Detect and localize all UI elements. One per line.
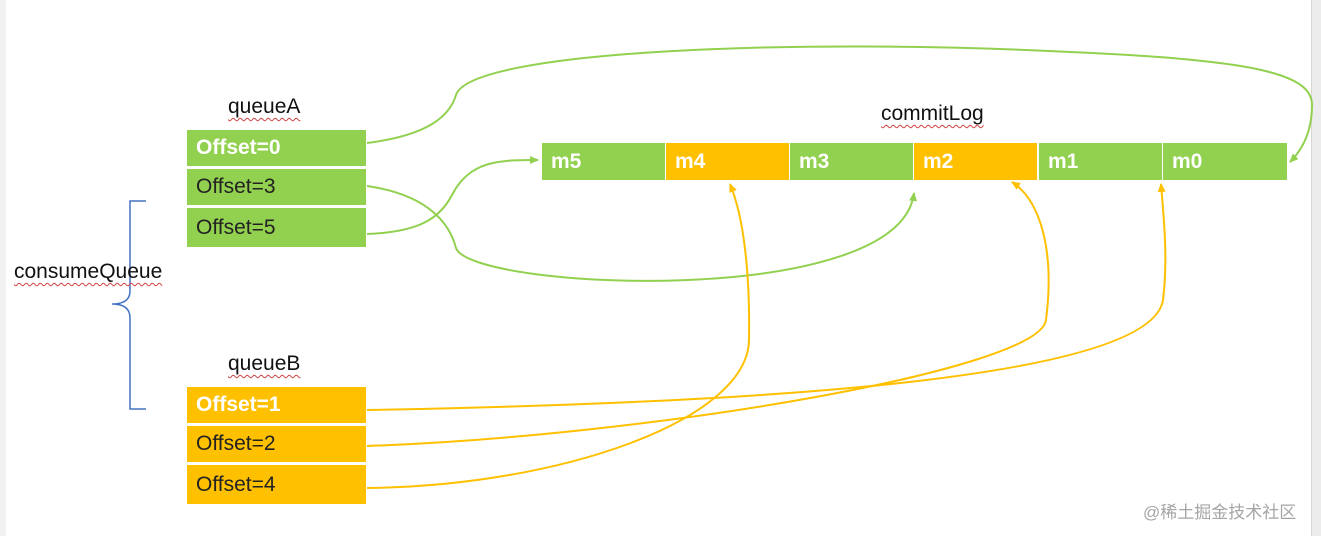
arrow-offset0-to-m0 — [366, 45, 1314, 163]
commit-log-m4: m4 — [666, 143, 790, 180]
arrow-offset5-to-m5 — [366, 156, 539, 235]
commit-log-title: commitLog — [881, 102, 984, 125]
queue-a-offset-0: Offset=0 — [187, 130, 366, 169]
queue-a-offset-5: Offset=5 — [187, 208, 366, 247]
queue-a-offset-3: Offset=3 — [187, 169, 366, 208]
commit-log-m2: m2 — [914, 143, 1038, 180]
commit-log-m0: m0 — [1163, 143, 1287, 180]
queue-b-offset-4: Offset=4 — [187, 465, 366, 504]
queue-b-offset-2: Offset=2 — [187, 426, 366, 465]
arrow-offset3-to-m3 — [366, 185, 917, 282]
arrow-offset1-to-m1 — [366, 183, 1167, 411]
watermark: @稀土掘金技术社区 — [1143, 503, 1297, 522]
consume-queue-bracket — [111, 200, 146, 410]
queue-b-offset-1: Offset=1 — [187, 387, 366, 426]
consume-queue-title: consumeQueue — [14, 260, 163, 283]
arrow-offset2-to-m2 — [366, 181, 1050, 447]
queue-a-title: queueA — [228, 95, 301, 118]
queue-b-title: queueB — [228, 352, 301, 375]
commit-log-m5: m5 — [542, 143, 666, 180]
commit-log-m1: m1 — [1039, 143, 1163, 180]
commit-log-m3: m3 — [790, 143, 914, 180]
arrow-offset4-to-m4 — [366, 183, 751, 489]
scroll-gutter — [1311, 0, 1321, 536]
